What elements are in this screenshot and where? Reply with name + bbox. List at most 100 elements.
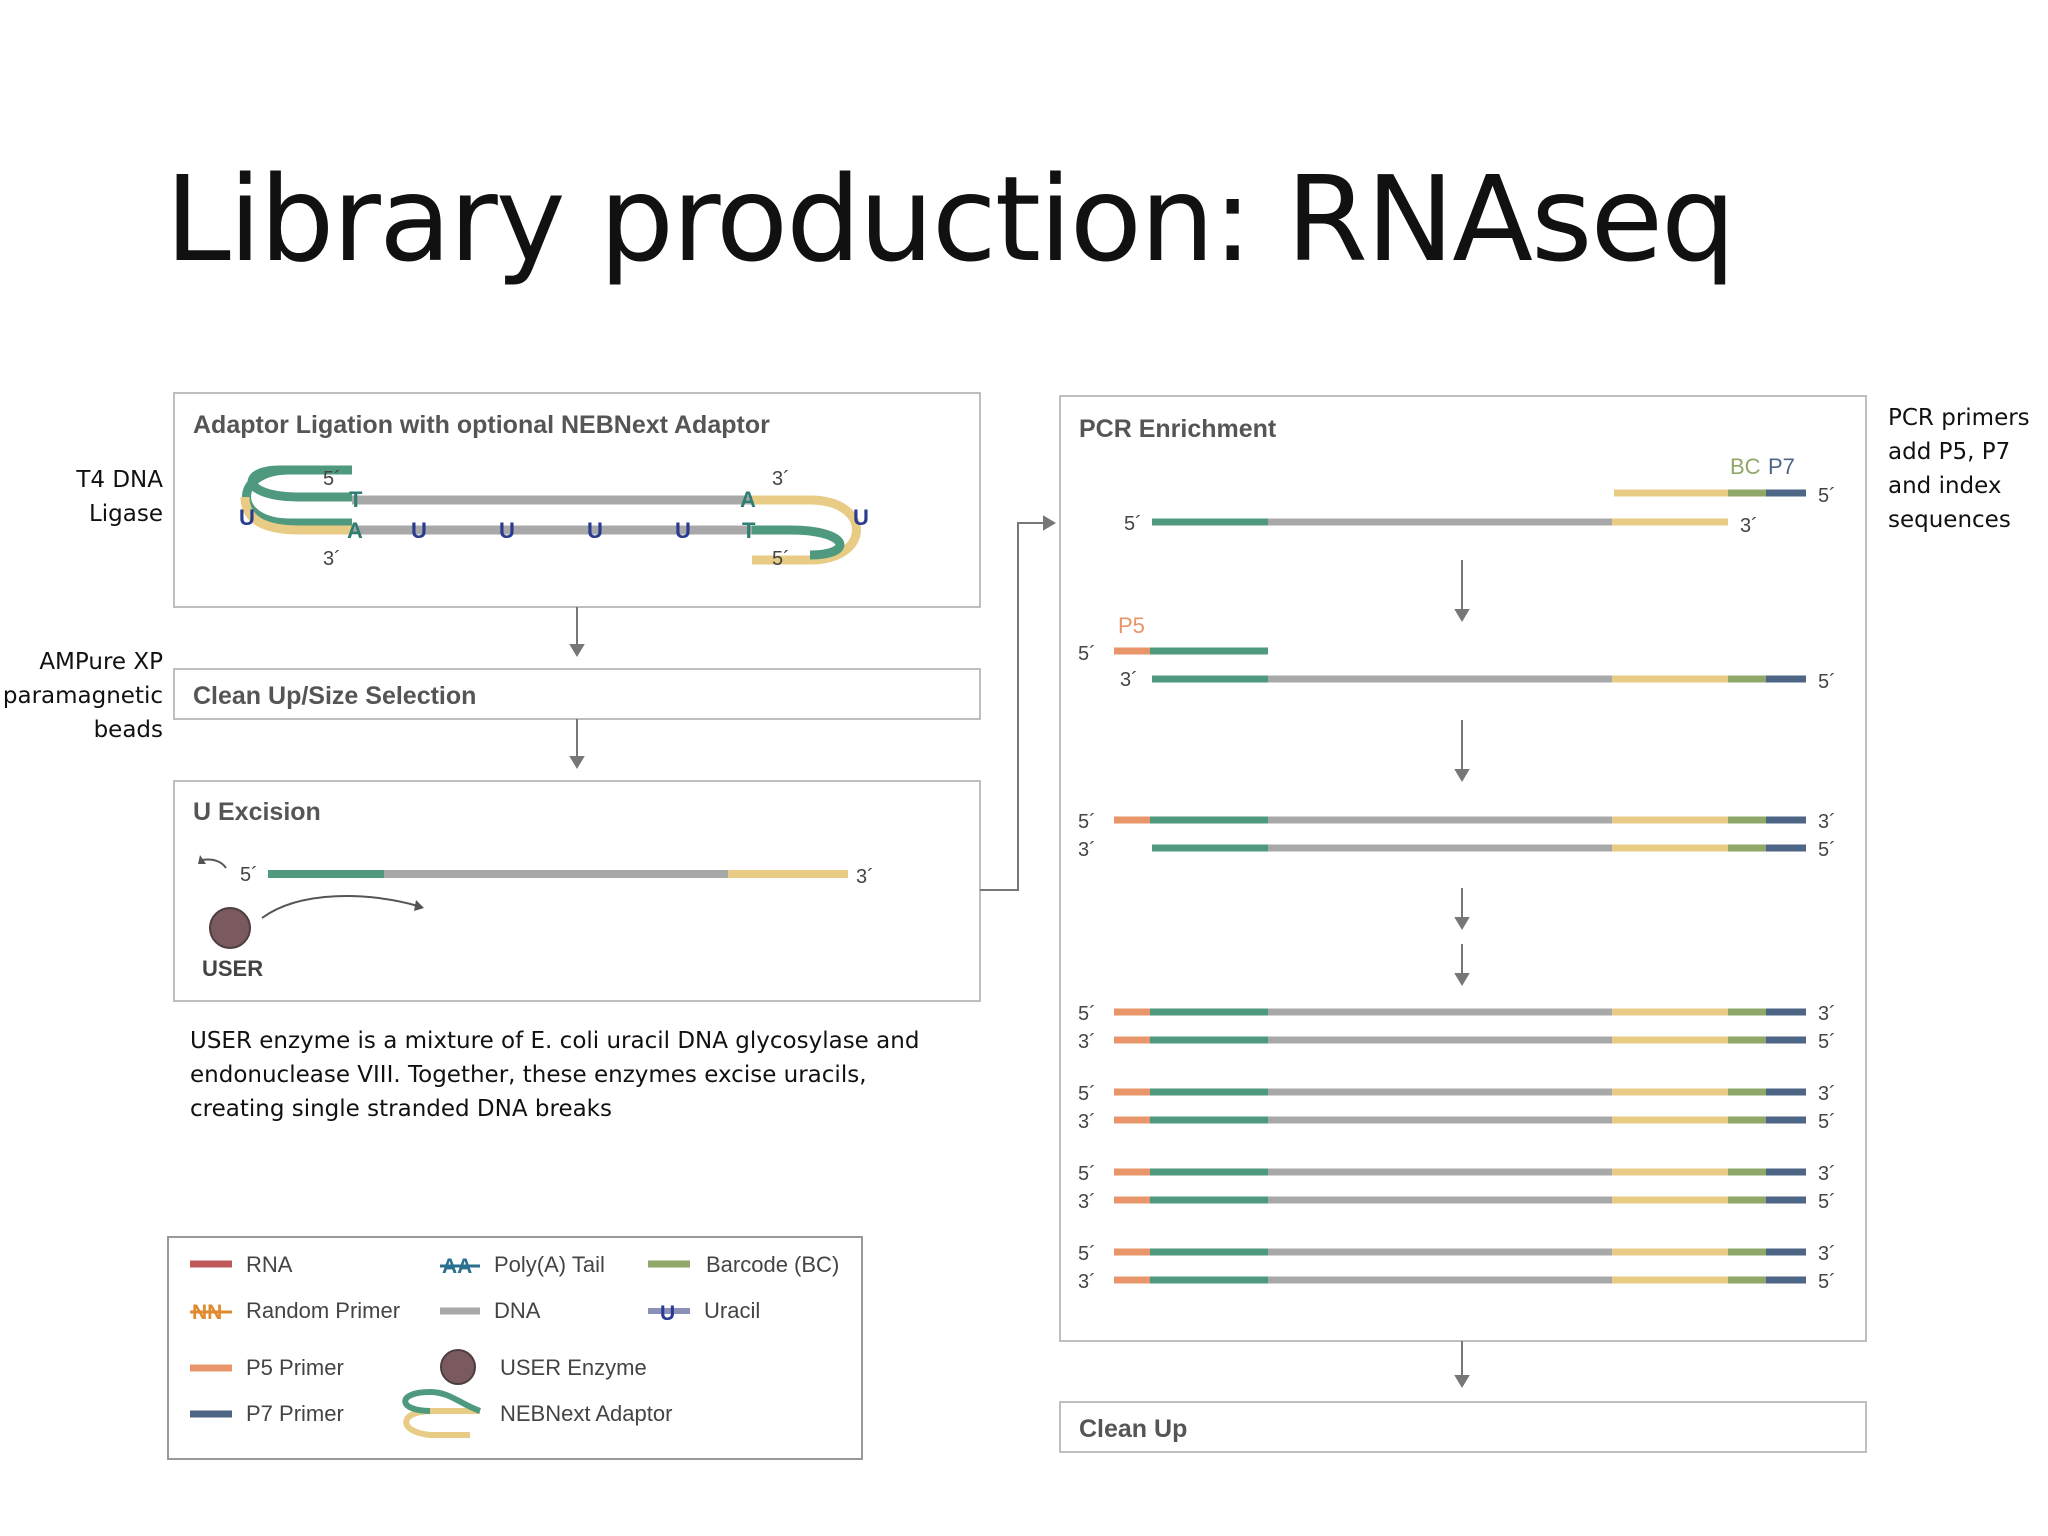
- arrow-head: [1454, 769, 1470, 782]
- strand-end-label: 5´: [1078, 1163, 1096, 1185]
- ligase-label-line: T4 DNA: [76, 467, 163, 493]
- uracil-icon: U: [660, 1302, 675, 1325]
- strand-end-label: 3´: [1078, 1111, 1096, 1133]
- strand-end-label: 3´: [1120, 669, 1138, 691]
- clean-up-size-title: Clean Up/Size Selection: [193, 682, 476, 710]
- arrow-head: [1043, 515, 1056, 531]
- legend-user-enzyme: USER Enzyme: [500, 1355, 647, 1380]
- strand-end-label: 5´: [1124, 513, 1142, 535]
- strand-end-label: 3´: [1740, 515, 1758, 537]
- right-adaptor-yellow: [752, 495, 861, 565]
- legend-barcode: Barcode (BC): [706, 1252, 839, 1277]
- p5-label: P5: [1118, 613, 1145, 638]
- uracil-mark: U: [675, 518, 691, 543]
- strand-end-label: 5´: [1078, 811, 1096, 833]
- legend-rna: RNA: [246, 1252, 293, 1277]
- strand-end-label: 3´: [1818, 1163, 1836, 1185]
- user-label: USER: [202, 956, 263, 981]
- ampure-label-line: AMPure XP: [39, 649, 163, 675]
- strand-end-label: 3´: [1818, 1243, 1836, 1265]
- legend-polya: Poly(A) Tail: [494, 1252, 605, 1277]
- u-excision-box: [173, 780, 981, 1002]
- legend-box: [167, 1236, 863, 1460]
- legend-random-primer: Random Primer: [246, 1298, 400, 1323]
- strand-end-label: 5´: [1078, 1083, 1096, 1105]
- pcr-label-line: add P5, P7: [1888, 439, 2011, 465]
- user-enzyme-legend-icon: [440, 1349, 476, 1385]
- strand-end-label: 5´: [1818, 1191, 1836, 1213]
- pcr-primers-label: PCR primers add P5, P7 and index sequenc…: [1888, 401, 2048, 537]
- caption-line: creating single stranded DNA breaks: [190, 1096, 612, 1122]
- ampure-label: AMPure XP paramagnetic beads: [0, 645, 163, 747]
- legend-nebnext: NEBNext Adaptor: [500, 1401, 672, 1426]
- uracil-mark: U: [239, 505, 255, 530]
- strand-end-label: 3´: [1818, 1003, 1836, 1025]
- legend-p5: P5 Primer: [246, 1355, 344, 1380]
- strand-end-label: 5´: [1818, 485, 1836, 507]
- left-adaptor-yellow: [240, 496, 352, 535]
- five-prime-label: 5´: [772, 548, 790, 570]
- clean-up-box: [1059, 1401, 1867, 1453]
- strand-end-label: 5´: [1818, 839, 1836, 861]
- user-enzyme-caption: USER enzyme is a mixture of E. coli urac…: [190, 1024, 950, 1126]
- user-enzyme-icon: [209, 907, 251, 949]
- p7-label: P7: [1768, 454, 1795, 479]
- arrow-head: [414, 900, 424, 911]
- strand-end-label: 3´: [1078, 1271, 1096, 1293]
- action-arrow: [261, 895, 419, 919]
- strand-end-label: 5´: [1818, 1111, 1836, 1133]
- clean-up-title: Clean Up: [1079, 1415, 1187, 1443]
- nebnext-adaptor-icon-loop: [402, 1388, 482, 1414]
- arrow-head: [569, 756, 585, 769]
- strand-end-label: 3´: [1818, 811, 1836, 833]
- u-excision-illustration: 5´ 3´ USER: [198, 855, 874, 981]
- adaptor-ligation-illustration: 5´ 3´ 3´ 5´ U U T A A T U U U U: [239, 465, 869, 570]
- legend-dna: DNA: [494, 1298, 541, 1323]
- pcr-strands: BC P7 P5 5´ 5´ 3´ 5´ 3´ 5´ 5´ 3´ 3´ 5´ 5´ 3´ 3´ 5´ 5´ 3…: [1078, 454, 1836, 1293]
- connector-line: [980, 522, 1048, 891]
- u-excision-title: U Excision: [193, 798, 321, 826]
- uracil-mark: U: [587, 518, 603, 543]
- arrow-head: [1454, 973, 1470, 986]
- pcr-label-line: sequences: [1888, 507, 2011, 533]
- ampure-label-line: paramagnetic: [2, 683, 163, 709]
- right-adaptor-green: [752, 525, 845, 560]
- adaptor-ligation-title: Adaptor Ligation with optional NEBNext A…: [193, 411, 770, 439]
- slide-title: Library production: RNAseq: [165, 150, 1736, 288]
- uracil-mark: U: [411, 518, 427, 543]
- strand-end-label: 5´: [1818, 1031, 1836, 1053]
- bc-label: BC: [1730, 454, 1761, 479]
- legend-uracil: Uracil: [704, 1298, 760, 1323]
- strand-end-label: 5´: [1078, 1243, 1096, 1265]
- strand-end-label: 3´: [1818, 1083, 1836, 1105]
- three-prime-label: 3´: [856, 866, 874, 888]
- pcr-label-line: PCR primers: [1888, 405, 2030, 431]
- arrow-head: [569, 644, 585, 657]
- strand-end-label: 5´: [1818, 671, 1836, 693]
- caption-line: endonuclease VIII. Together, these enzym…: [190, 1062, 867, 1088]
- a-base: A: [740, 487, 756, 512]
- legend: RNA AA Poly(A) Tail Barcode (BC) NN Rand…: [190, 1252, 839, 1438]
- arrow-head: [1454, 1375, 1470, 1388]
- pcr-enrichment-box: [1059, 395, 1867, 1342]
- arrow-head: [198, 855, 206, 864]
- strand-end-label: 5´: [1078, 643, 1096, 665]
- strand-end-label: 5´: [1078, 1003, 1096, 1025]
- clean-up-size-box: [173, 668, 981, 720]
- a-base: A: [347, 518, 363, 543]
- five-prime-label: 5´: [240, 864, 258, 886]
- three-prime-label: 3´: [323, 548, 341, 570]
- legend-p7: P7 Primer: [246, 1401, 344, 1426]
- ligase-label-line: Ligase: [88, 501, 163, 527]
- strand-end-label: 3´: [1078, 839, 1096, 861]
- pcr-enrichment-title: PCR Enrichment: [1079, 415, 1277, 443]
- uracil-mark: U: [499, 518, 515, 543]
- pcr-label-line: and index: [1888, 473, 2002, 499]
- flow-arrows: [569, 515, 1470, 1388]
- ligase-label: T4 DNA Ligase: [40, 463, 163, 531]
- arrow-head: [1454, 917, 1470, 930]
- five-prime-label: 5´: [323, 468, 341, 490]
- uracil-mark: U: [853, 505, 869, 530]
- caption-line: USER enzyme is a mixture of E. coli urac…: [190, 1028, 920, 1054]
